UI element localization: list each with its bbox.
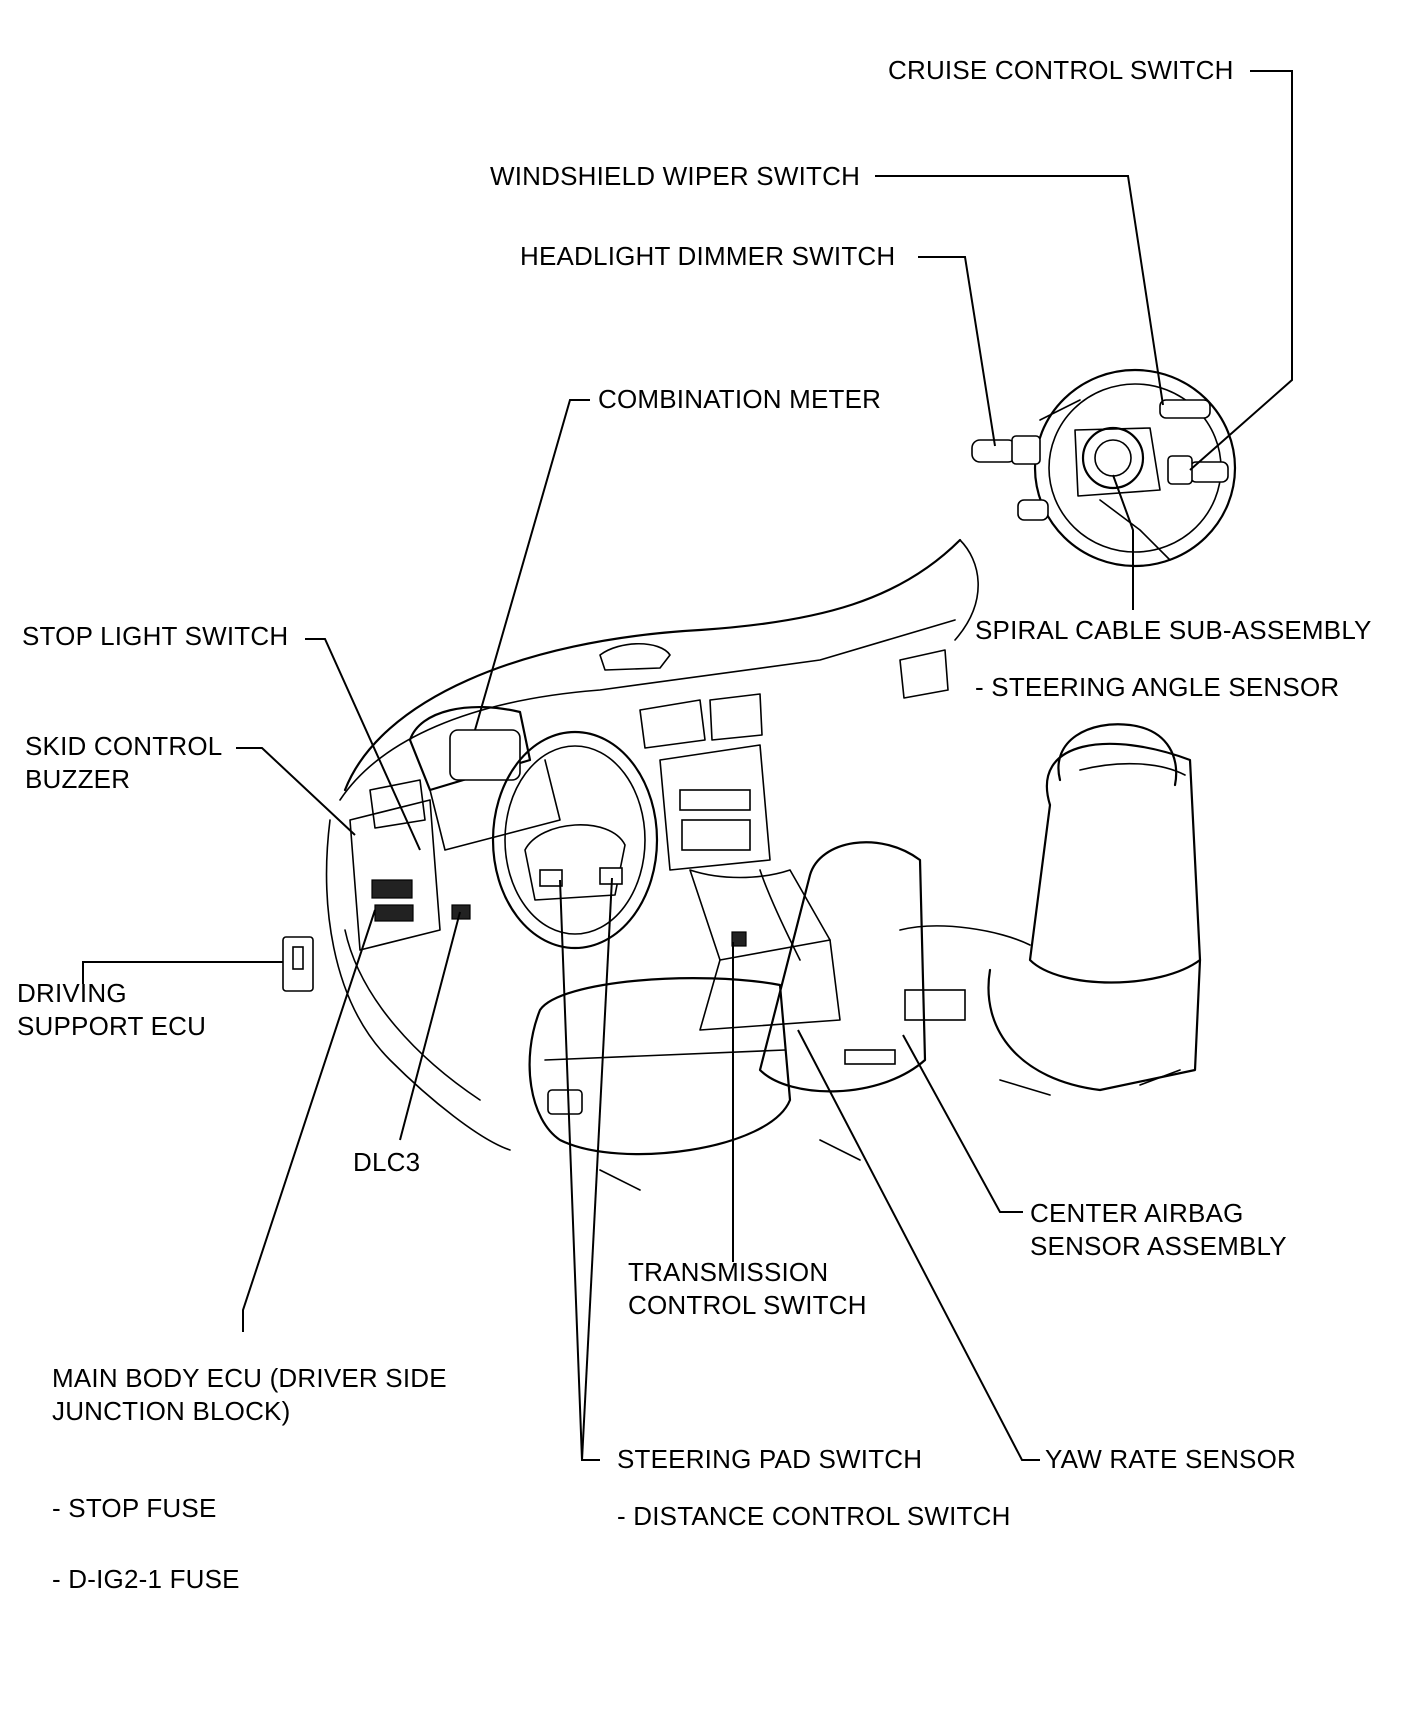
label-distance-control-switch: - DISTANCE CONTROL SWITCH — [617, 1501, 1011, 1531]
label-cruise-control-switch: CRUISE CONTROL SWITCH — [888, 55, 1234, 85]
label-stop-fuse: - STOP FUSE — [52, 1493, 217, 1523]
driver-steering-wheel — [491, 730, 659, 950]
dashboard — [325, 538, 979, 1151]
steering-column-detail — [971, 368, 1237, 568]
label-windshield-wiper-switch: WINDSHIELD WIPER SWITCH — [490, 161, 861, 191]
label-d-ig2-1-fuse: - D-IG2-1 FUSE — [52, 1564, 240, 1594]
label-headlight-dimmer-switch: HEADLIGHT DIMMER SWITCH — [520, 241, 896, 271]
label-center-airbag-sensor-assembly: CENTER AIRBAG SENSOR ASSEMBLY — [1030, 1198, 1287, 1261]
label-driving-support-ecu: DRIVING SUPPORT ECU — [17, 978, 207, 1041]
label-spiral-cable-sub-assembly: SPIRAL CABLE SUB-ASSEMBLY — [975, 615, 1372, 645]
label-steering-pad-switch: STEERING PAD SWITCH — [617, 1444, 923, 1474]
label-combination-meter: COMBINATION METER — [598, 384, 882, 414]
label-yaw-rate-sensor: YAW RATE SENSOR — [1045, 1444, 1296, 1474]
center-console — [689, 869, 966, 1065]
label-main-body-ecu: MAIN BODY ECU (DRIVER SIDE JUNCTION BLOC… — [52, 1363, 447, 1426]
front-seats — [528, 723, 1202, 1191]
label-transmission-control-switch: TRANSMISSION CONTROL SWITCH — [628, 1257, 867, 1320]
label-steering-angle-sensor: - STEERING ANGLE SENSOR — [975, 672, 1340, 702]
label-stop-light-switch: STOP LIGHT SWITCH — [22, 621, 289, 651]
leader-lines — [82, 70, 1293, 1461]
driving-support-ecu-box — [282, 936, 314, 992]
label-skid-control-buzzer: SKID CONTROL BUZZER — [25, 731, 223, 794]
label-dlc3: DLC3 — [353, 1147, 421, 1177]
